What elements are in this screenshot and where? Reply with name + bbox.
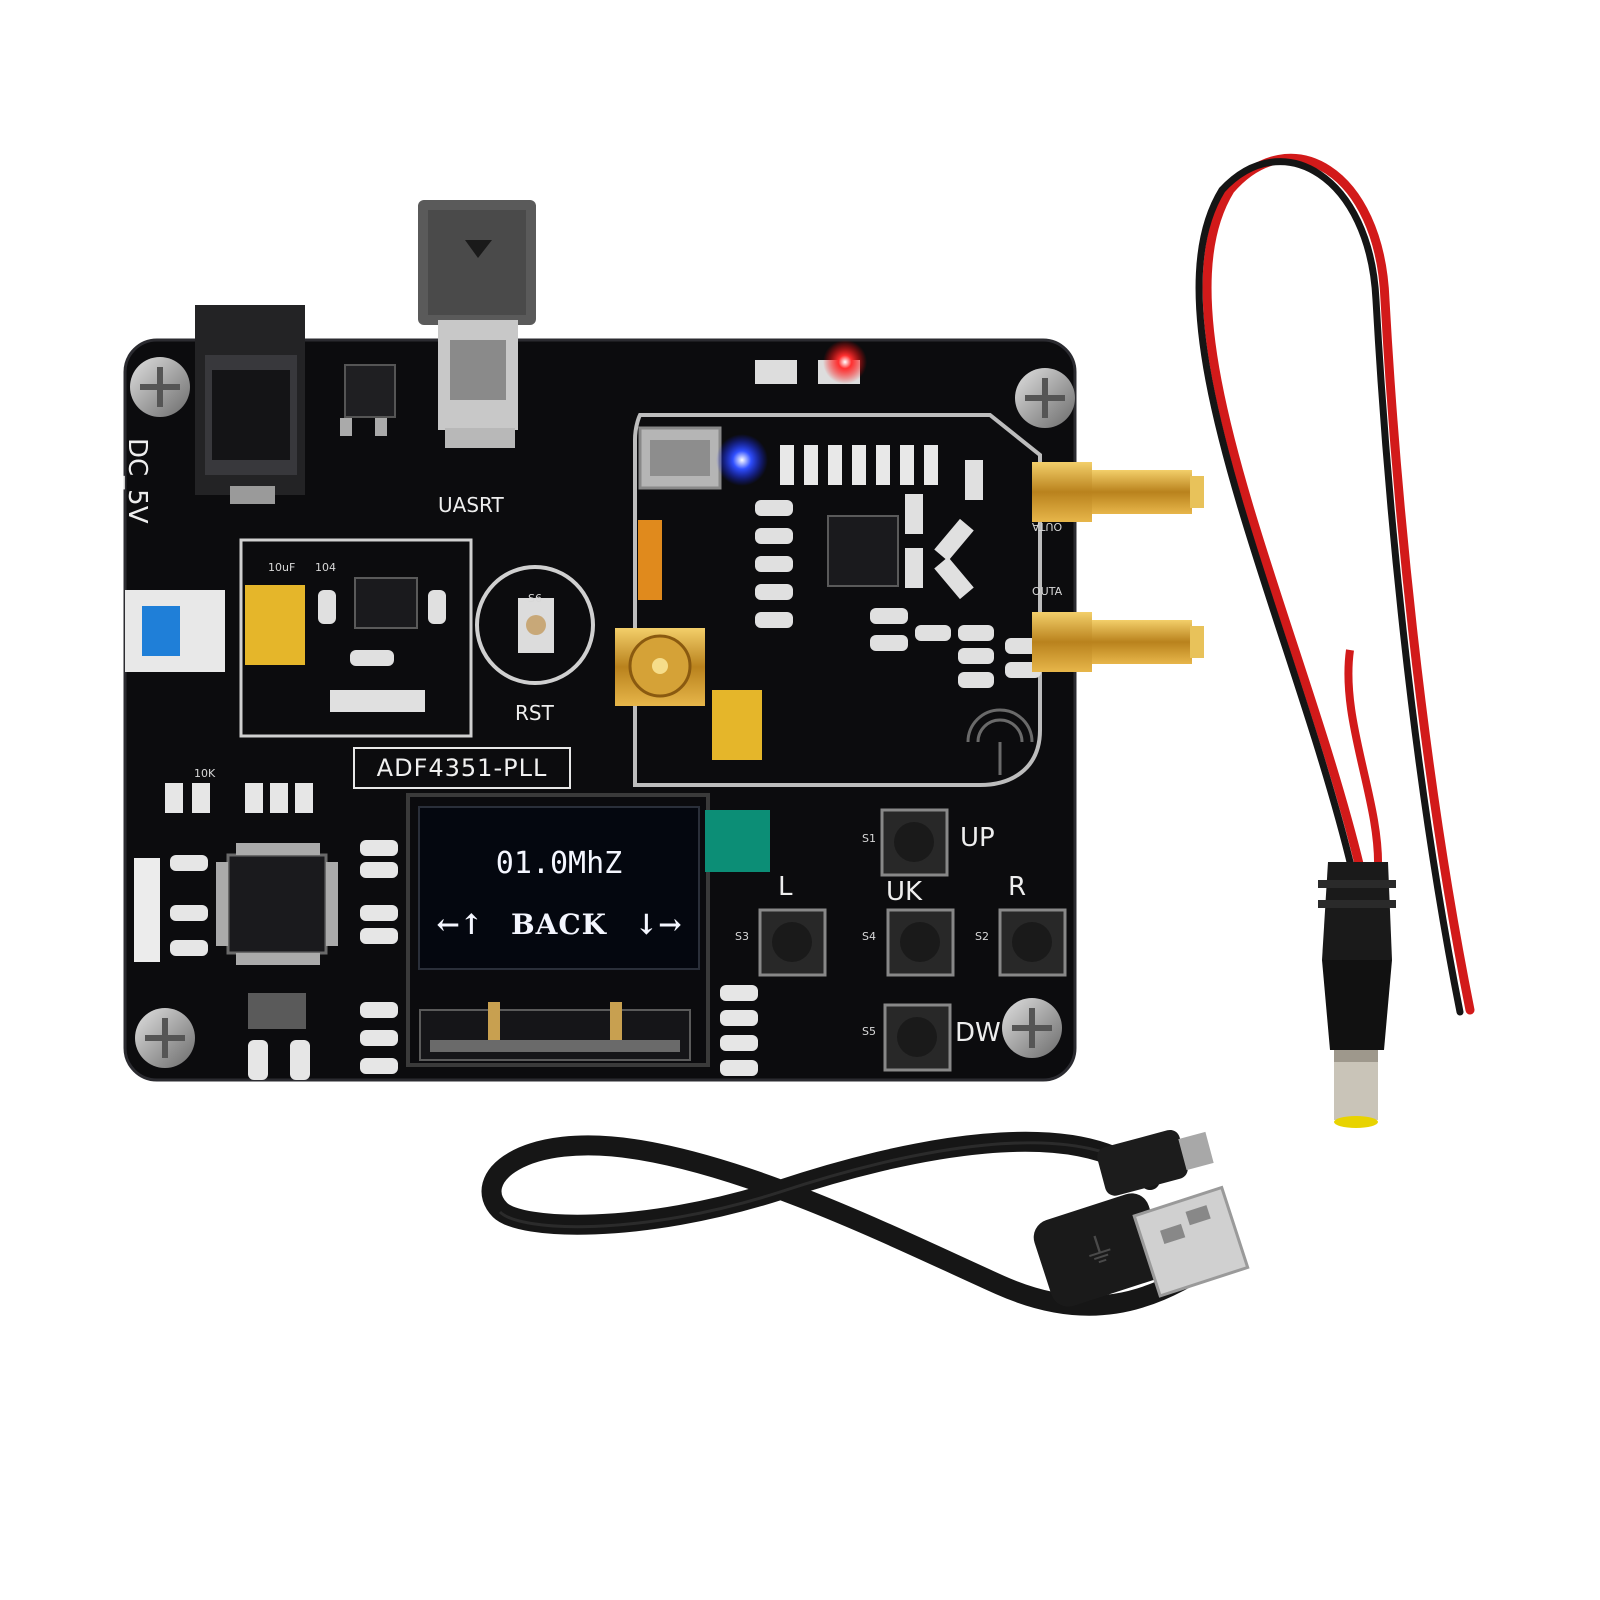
label-out-a: OUTA: [1032, 520, 1063, 533]
blue-led: [716, 434, 768, 486]
pll-chip: [827, 515, 899, 587]
screw-icon: [1002, 998, 1062, 1058]
usb-cable: ⏚: [481, 1129, 1250, 1316]
dc-plug-body: [1322, 862, 1392, 960]
label-up: UP: [960, 823, 995, 853]
dc-power-cable: [1195, 153, 1475, 1128]
black-wire: [1195, 158, 1464, 1016]
capacitor-cluster: [755, 460, 1041, 688]
oled-frequency: 01.0MhZ: [495, 846, 623, 881]
antenna-logo-icon: [966, 708, 1034, 775]
label-s3: S3: [735, 930, 749, 943]
label-right: R: [1008, 872, 1027, 902]
sma-connector-ref: [615, 628, 705, 706]
label-out-b: OUTA: [1032, 585, 1063, 598]
label-s1: S1: [862, 832, 876, 845]
usb-a-plug: [1033, 1193, 1167, 1307]
red-wire: [1202, 153, 1475, 1015]
oled-back-label: BACK: [510, 908, 607, 941]
oled-nav-row: ←↑ BACK ↓→: [420, 908, 698, 941]
screw-icon: [135, 1008, 195, 1068]
label-s4: S4: [862, 930, 876, 943]
resistor-row: [780, 445, 938, 485]
oled-display: 01.0MhZ ←↑ BACK ↓→: [418, 806, 700, 970]
arrow-left-up-icon: ←↑: [436, 908, 484, 941]
dc-plug-neck: [1322, 960, 1392, 1050]
pcb-board: [123, 200, 1204, 1082]
sma-connector-out-a: [1032, 462, 1204, 522]
tantalum-cap: [245, 585, 305, 665]
dc-plug-tip-end: [1334, 1116, 1378, 1128]
red-led: [823, 340, 867, 384]
dc-jack: [195, 305, 305, 504]
button-up-body: [880, 808, 949, 877]
screw-icon: [130, 357, 190, 417]
label-10k: 10K: [194, 767, 216, 780]
board-title-box: ADF4351-PLL: [353, 747, 571, 789]
label-down: DW: [955, 1018, 1001, 1048]
usb-socket: [418, 200, 536, 448]
label-104: 104: [315, 561, 336, 574]
button-right-body: [998, 908, 1067, 977]
label-dc-5v: DC_5V: [122, 438, 152, 524]
mini-usb-plug: [1097, 1129, 1188, 1196]
label-usb: UASRT: [438, 493, 504, 517]
button-down-body: [883, 1003, 952, 1072]
arrow-down-right-icon: ↓→: [634, 908, 682, 941]
triangle-icon: [465, 240, 492, 258]
label-10uf: 10uF: [268, 561, 296, 574]
usb-a-metal: [1132, 1185, 1250, 1298]
red-wire-tail: [1344, 649, 1383, 869]
label-left: L: [778, 872, 793, 902]
button-ok-body: [886, 908, 955, 977]
mcu-pins: [216, 843, 338, 965]
rf-section-outline: [633, 413, 1042, 787]
sma-connector-out-b: [1032, 612, 1204, 672]
label-ok: UK: [886, 877, 923, 907]
regulator-chip: [354, 577, 418, 629]
reset-ring: [475, 565, 595, 685]
label-s5: S5: [862, 1025, 876, 1038]
screw-icon: [1015, 368, 1075, 428]
button-left-body: [758, 908, 827, 977]
mcu-chip: [226, 853, 328, 955]
label-s2: S2: [975, 930, 989, 943]
tantalum-cap: [712, 690, 762, 760]
label-reset: RST: [515, 701, 554, 725]
dc-plug-grip: [1318, 880, 1396, 888]
label-s6: S6: [528, 592, 542, 605]
power-switch: [125, 590, 225, 672]
board-title: ADF4351-PLL: [376, 754, 548, 782]
